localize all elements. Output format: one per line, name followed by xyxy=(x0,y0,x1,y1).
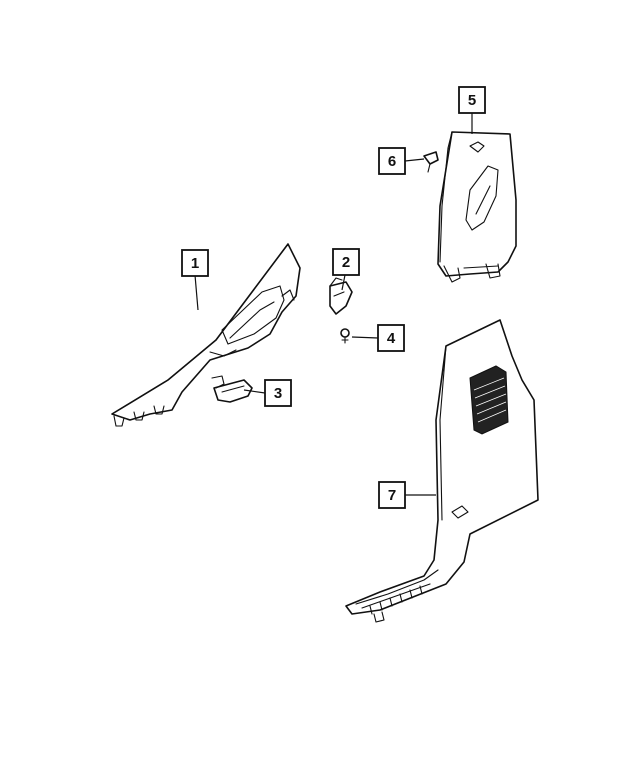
part-5-b-pillar-upper-trim[interactable] xyxy=(437,131,517,283)
svg-text:4: 4 xyxy=(387,330,396,347)
part-4-push-pin[interactable] xyxy=(340,328,350,344)
callout-3[interactable]: 3 xyxy=(264,379,292,407)
svg-text:2: 2 xyxy=(342,254,350,271)
svg-text:7: 7 xyxy=(388,487,396,504)
svg-text:6: 6 xyxy=(388,153,396,170)
leader-3 xyxy=(243,389,266,394)
callout-1[interactable]: 1 xyxy=(181,249,209,277)
part-7-b-pillar-lower-trim[interactable] xyxy=(345,319,539,623)
leader-4 xyxy=(351,336,379,339)
svg-text:5: 5 xyxy=(468,92,476,109)
callout-4[interactable]: 4 xyxy=(377,324,405,352)
callout-2[interactable]: 2 xyxy=(332,248,360,276)
part-2-pillar-cap[interactable] xyxy=(329,277,353,315)
leader-2 xyxy=(341,274,346,291)
part-1-a-pillar-trim[interactable] xyxy=(111,243,301,427)
leader-lines xyxy=(194,113,473,496)
svg-text:3: 3 xyxy=(274,385,282,402)
callout-7[interactable]: 7 xyxy=(378,481,406,509)
svg-text:1: 1 xyxy=(191,255,199,272)
callout-6[interactable]: 6 xyxy=(378,147,406,175)
leader-1 xyxy=(194,274,199,311)
speaker-grille-icon xyxy=(473,377,507,423)
leader-6 xyxy=(404,158,425,162)
part-6-clip[interactable] xyxy=(423,151,439,173)
part-3-grab-handle[interactable] xyxy=(211,375,253,403)
callout-5[interactable]: 5 xyxy=(458,86,486,114)
